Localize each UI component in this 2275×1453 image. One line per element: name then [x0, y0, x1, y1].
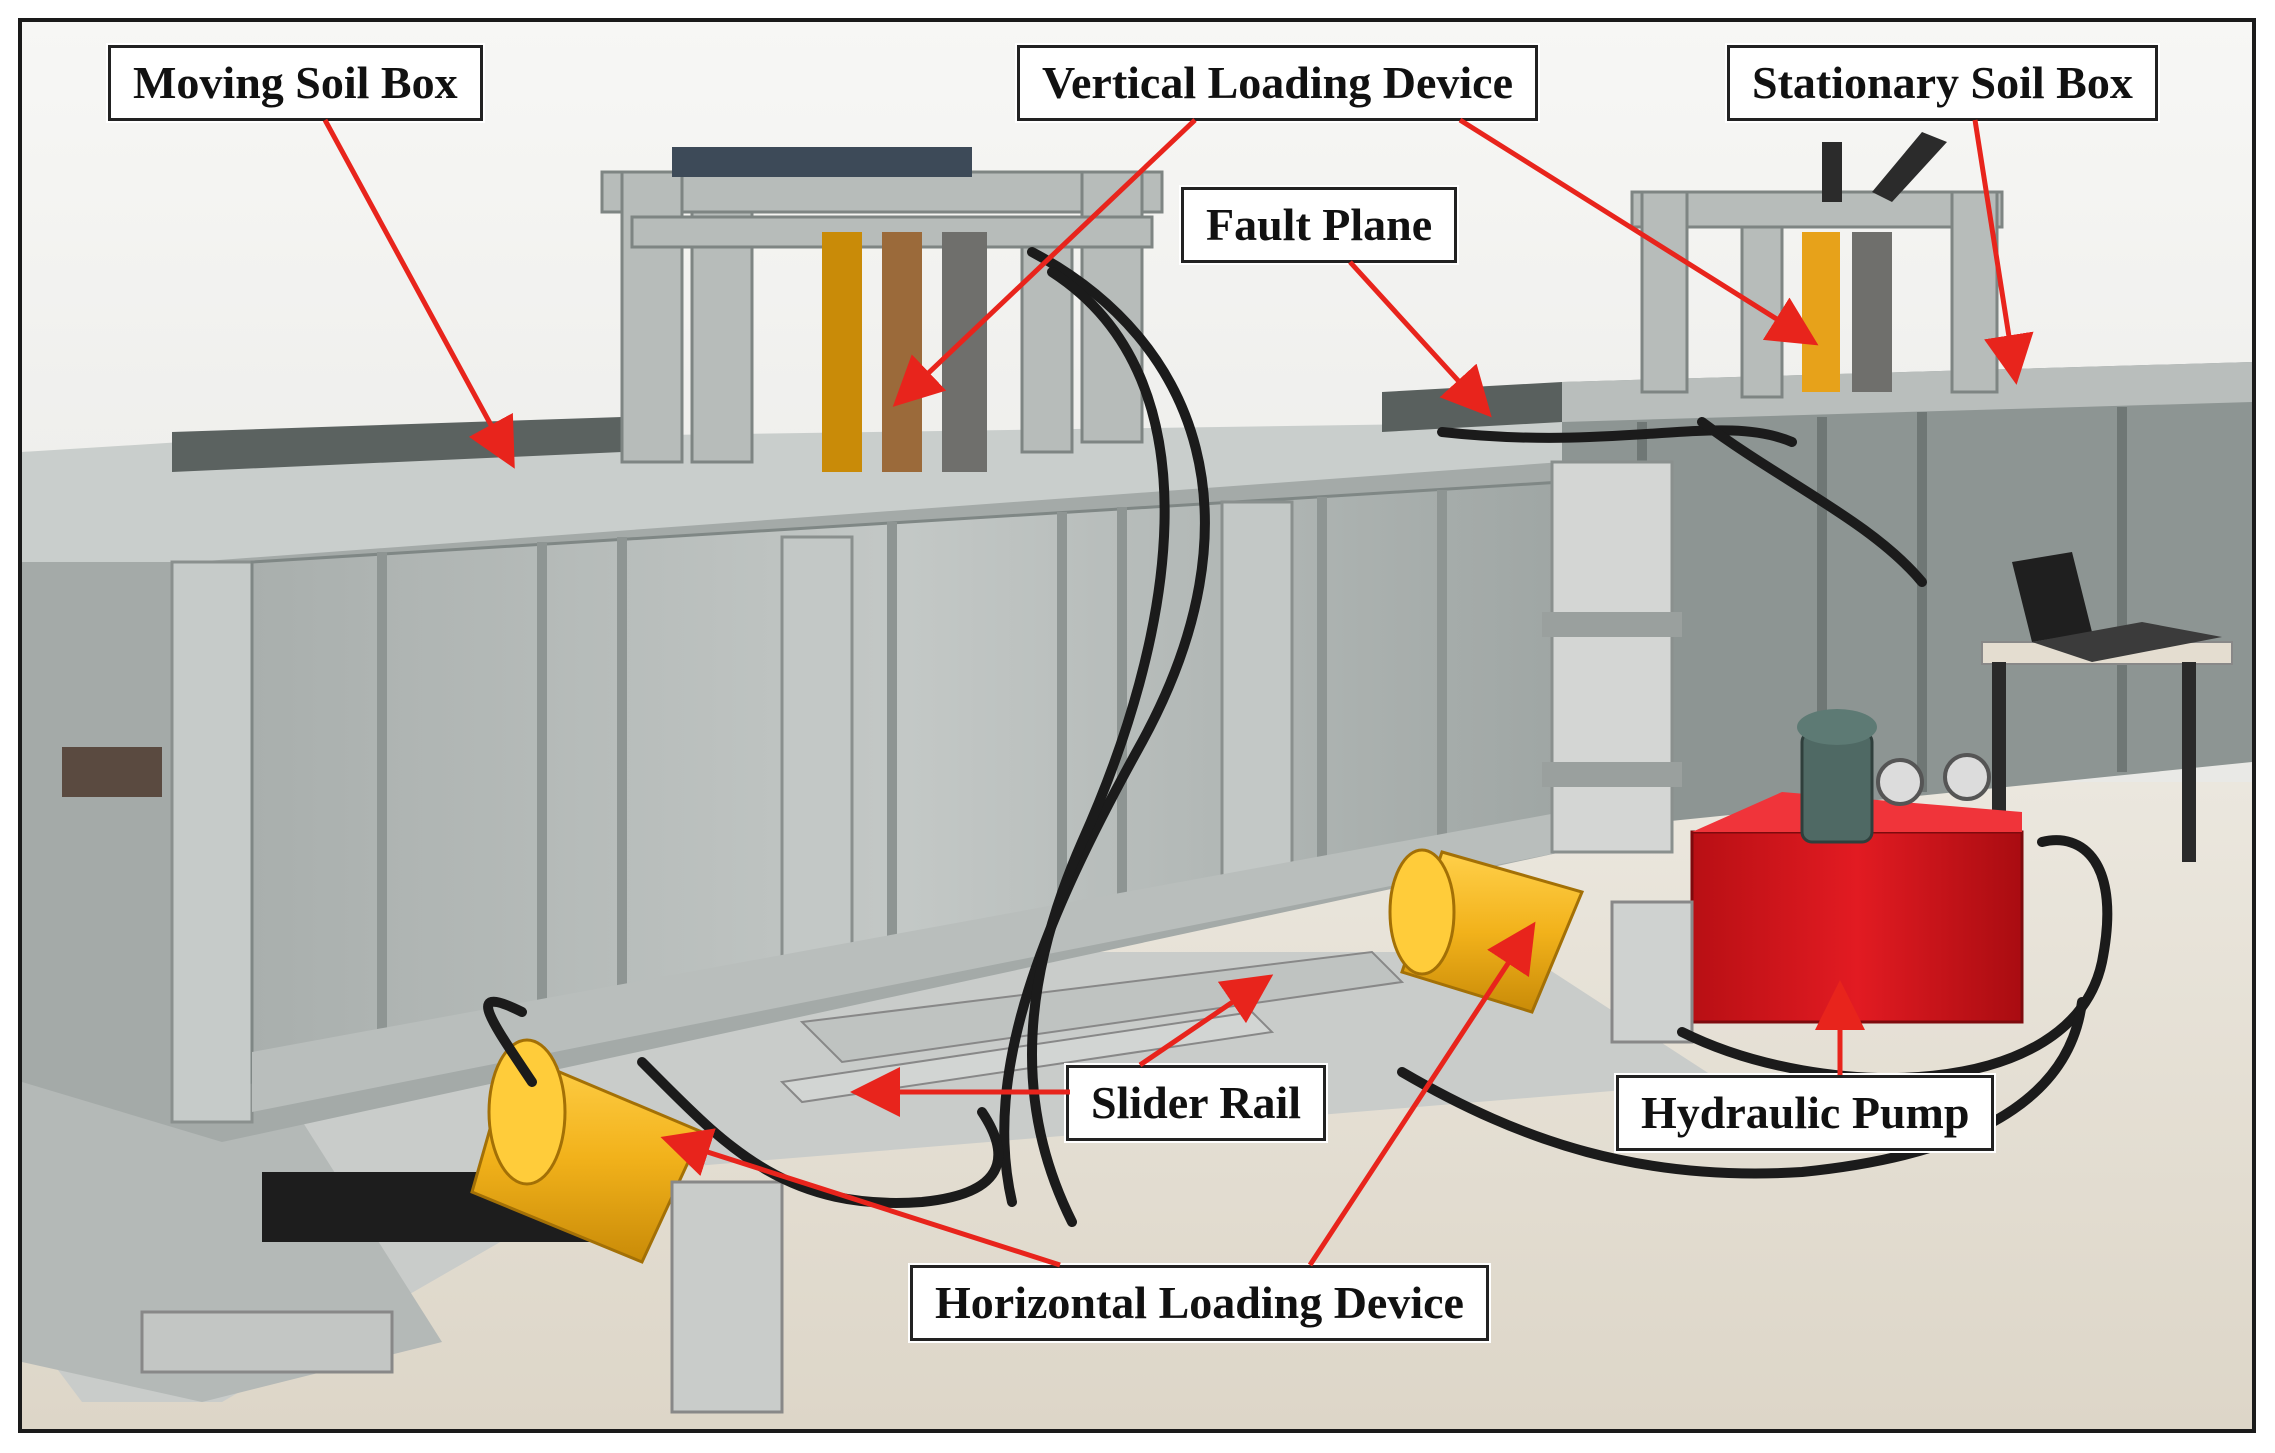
label-moving-soil-box: Moving Soil Box — [108, 45, 483, 121]
apparatus-illustration — [22, 22, 2252, 1429]
stationary-soil-box-body — [1562, 362, 2252, 832]
label-hydraulic-pump: Hydraulic Pump — [1616, 1075, 1995, 1151]
label-fault-plane: Fault Plane — [1181, 187, 1458, 263]
hydraulic-pump-body — [1690, 830, 2024, 1024]
label-horizontal-loading-device: Horizontal Loading Device — [910, 1265, 1489, 1341]
label-stationary-soil-box: Stationary Soil Box — [1727, 45, 2158, 121]
horizontal-cylinder-left — [470, 1038, 784, 1414]
label-vertical-loading-device: Vertical Loading Device — [1017, 45, 1539, 121]
base-beam-left — [22, 1022, 442, 1402]
photo-scene — [18, 18, 2256, 1433]
label-slider-rail: Slider Rail — [1066, 1065, 1327, 1141]
